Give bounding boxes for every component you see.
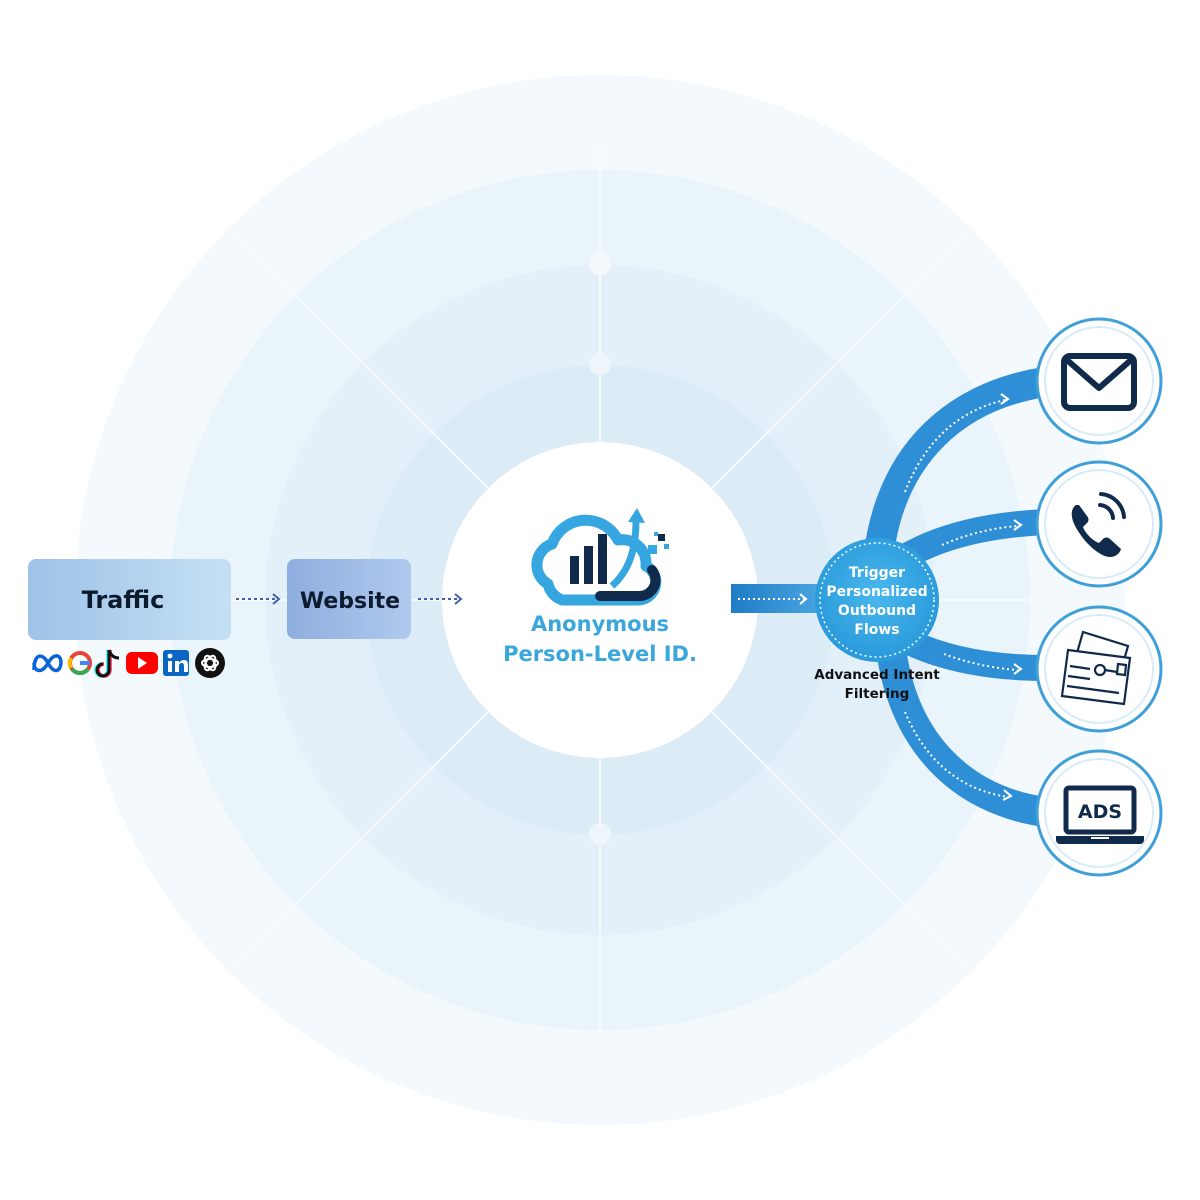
trigger-line1: Trigger [849, 565, 905, 581]
arm-to-email [863, 367, 1048, 562]
output-ads: ADS [1035, 749, 1163, 877]
arrow-traffic-to-website [236, 593, 281, 605]
cloud-growth-chart-icon [531, 508, 669, 606]
filter-caption: Advanced Intent Filtering [814, 667, 940, 702]
tiktok-icon [94, 649, 120, 678]
filter-caption-line1: Advanced Intent [814, 667, 940, 683]
youtube-icon [126, 652, 158, 674]
trigger-line2: Personalized [826, 584, 927, 600]
website-label: Website [300, 589, 400, 614]
openai-icon [195, 648, 225, 678]
arm-to-mail [899, 628, 1046, 681]
arrow-center-to-trigger [731, 584, 823, 613]
ads-laptop-icon [1056, 785, 1144, 844]
arrow-website-to-center [418, 593, 463, 605]
traffic-label: Traffic [82, 586, 165, 614]
traffic-sources [32, 648, 225, 678]
center-node: Anonymous Person-Level ID. [503, 508, 697, 666]
center-title-line1: Anonymous [531, 612, 669, 636]
meta-icon [32, 654, 63, 673]
linkedin-icon [163, 650, 189, 676]
direct-mail-icon [1060, 630, 1132, 706]
phone-call-icon [1071, 492, 1126, 557]
traffic-node: Traffic [28, 559, 231, 640]
trigger-line4: Flows [854, 622, 899, 638]
center-title-line2: Person-Level ID. [503, 642, 697, 666]
trigger-node: Trigger Personalized Outbound Flows [815, 538, 939, 662]
ads-label: ADS [1078, 801, 1122, 823]
output-direct-mail [1035, 605, 1163, 733]
website-node: Website [287, 559, 411, 639]
output-phone [1035, 460, 1163, 588]
arm-to-ads [875, 638, 1048, 827]
trigger-line3: Outbound [838, 603, 916, 619]
email-icon [1061, 353, 1137, 411]
output-email [1035, 317, 1163, 445]
google-icon [67, 651, 92, 675]
filter-caption-line2: Filtering [845, 686, 910, 702]
